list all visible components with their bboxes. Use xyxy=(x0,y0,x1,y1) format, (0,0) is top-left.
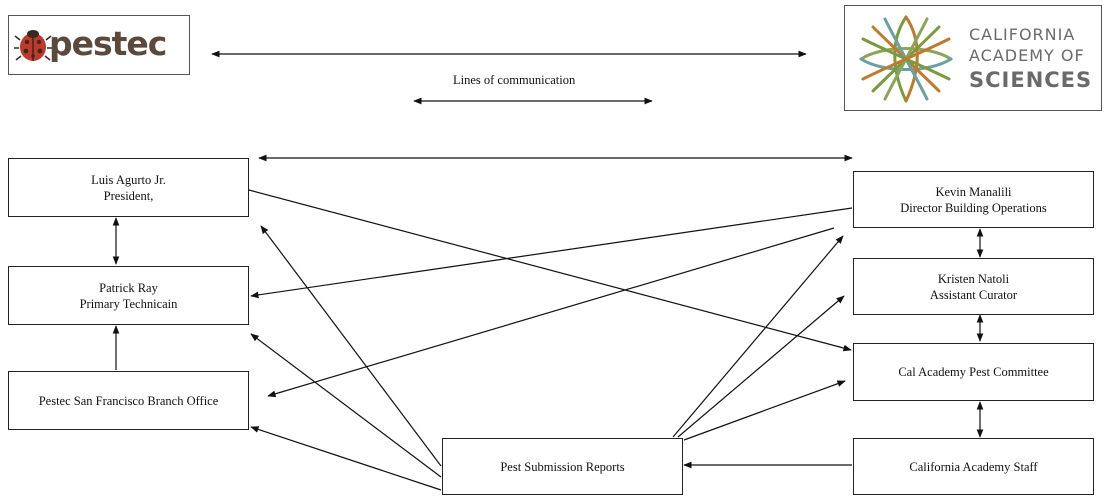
cal-academy-emblem-icon xyxy=(859,15,953,103)
arrow-reports-patrick xyxy=(250,333,442,478)
pest-submission-reports-box: Pest Submission Reports xyxy=(442,438,683,495)
kevin-name: Kevin Manalili xyxy=(935,184,1012,199)
cal-academy-line-1: CALIFORNIA xyxy=(969,25,1076,44)
pestec-logo-text: pestec xyxy=(49,24,167,63)
arrow-reports-kevin xyxy=(672,235,844,438)
cal-academy-line-2: ACADEMY OF xyxy=(969,46,1085,65)
patrick-title: Primary Technicain xyxy=(79,296,178,311)
committee-label: Cal Academy Pest Committee xyxy=(898,365,1049,379)
arrow-kevin-patrick xyxy=(250,207,853,299)
luis-title: President, xyxy=(103,188,154,203)
arrow-reports-sf xyxy=(250,426,442,491)
kevin-title: Director Building Operations xyxy=(900,200,1047,215)
reports-label: Pest Submission Reports xyxy=(500,459,625,474)
patrick-name: Patrick Ray xyxy=(99,280,158,295)
pestec-logo: pestec xyxy=(8,15,190,75)
kristen-name: Kristen Natoli xyxy=(937,271,1010,286)
pestec-sf-label: Pestec San Francisco Branch Office xyxy=(38,393,219,408)
luis-name: Luis Agurto Jr. xyxy=(91,172,166,187)
arrow-reports-luis xyxy=(260,225,442,467)
ladybug-icon xyxy=(14,30,52,61)
arrow-right-sf xyxy=(267,227,835,398)
arrow-reports-kristen xyxy=(677,295,845,438)
patrick-ray-box: Patrick Ray Primary Technicain xyxy=(8,266,249,325)
cal-academy-wordmark: CALIFORNIA ACADEMY OF SCIENCES xyxy=(969,24,1092,94)
pestec-sf-branch-box: Pestec San Francisco Branch Office xyxy=(8,371,249,430)
arrow-luis-committee xyxy=(248,189,852,352)
kristen-title: Assistant Curator xyxy=(929,287,1018,302)
cal-academy-logo: CALIFORNIA ACADEMY OF SCIENCES xyxy=(844,5,1102,111)
kevin-manalili-box: Kevin Manalili Director Building Operati… xyxy=(853,171,1094,228)
arrow-reports-committee xyxy=(683,380,846,441)
staff-label: California Academy Staff xyxy=(909,459,1038,474)
lines-of-communication-caption: Lines of communication xyxy=(453,73,576,87)
academy-staff-box: California Academy Staff xyxy=(853,438,1094,495)
kristen-natoli-box: Kristen Natoli Assistant Curator xyxy=(853,258,1094,315)
pest-committee-box: Cal Academy Pest Committee xyxy=(853,343,1094,401)
luis-agurto-box: Luis Agurto Jr. President, xyxy=(8,158,249,217)
cal-academy-line-3: SCIENCES xyxy=(969,68,1093,92)
